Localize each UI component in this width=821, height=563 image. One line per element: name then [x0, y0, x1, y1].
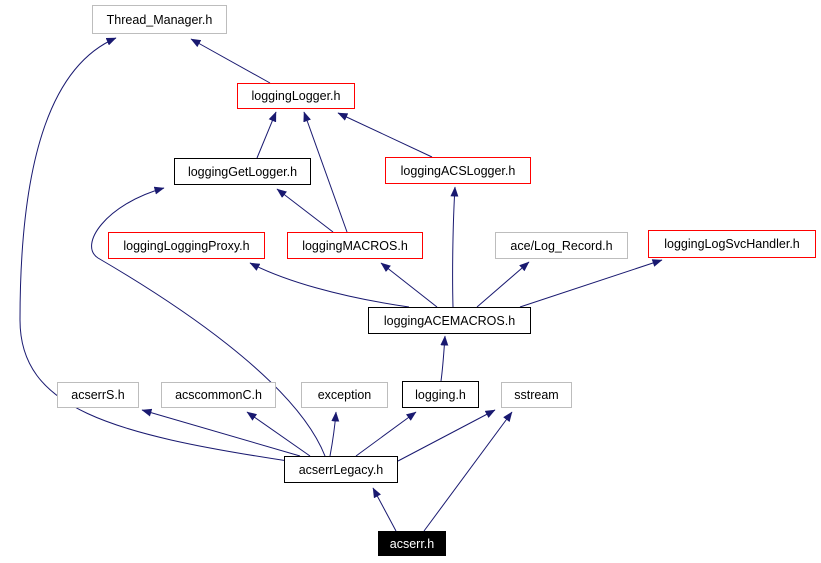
edge-acemacros-to-acslogger: [450, 186, 459, 308]
edge-logger-to-threadmanager: [190, 38, 271, 84]
node-ace-log-record-h: ace/Log_Record.h: [495, 232, 628, 259]
edge-acemacros-to-logsvchandler: [519, 259, 663, 308]
edge-acserr-to-sstream: [423, 411, 513, 532]
edge-acemacros-to-macros: [380, 262, 438, 308]
node-loggingacslogger-h[interactable]: loggingACSLogger.h: [385, 157, 531, 184]
edge-logging-to-acemacros: [440, 335, 449, 382]
edge-acemacros-to-logrecord: [476, 261, 530, 308]
node-acserr-h-root: acserr.h: [378, 531, 446, 556]
edge-macros-to-logger: [303, 111, 348, 233]
edge-acserrlegacy-to-sstream: [397, 409, 496, 462]
node-loggingmacros-h[interactable]: loggingMACROS.h: [287, 232, 423, 259]
node-exception: exception: [301, 382, 388, 408]
edge-macros-to-getlogger: [276, 188, 334, 233]
node-acserrlegacy-h[interactable]: acserrLegacy.h: [284, 456, 398, 483]
edge-acserrlegacy-to-logging: [355, 411, 417, 457]
edge-getlogger-to-logger: [256, 111, 277, 159]
node-loggingacemacros-h[interactable]: loggingACEMACROS.h: [368, 307, 531, 334]
edge-acserrlegacy-to-exception: [329, 411, 340, 457]
edge-acslogger-to-logger: [337, 112, 433, 158]
node-logging-h[interactable]: logging.h: [402, 381, 479, 408]
edge-acserrlegacy-to-threadmanager: [19, 37, 289, 462]
edge-acserr-to-acserrlegacy: [372, 487, 397, 532]
node-logginglogger-h[interactable]: loggingLogger.h: [237, 83, 355, 109]
node-loggingloggingproxy-h[interactable]: loggingLoggingProxy.h: [108, 232, 265, 259]
edge-acserrlegacy-to-acscommonc: [246, 411, 311, 457]
node-logginglogsvchandler-h[interactable]: loggingLogSvcHandler.h: [648, 230, 816, 258]
node-acscommonc-h: acscommonC.h: [161, 382, 276, 408]
edge-acserrlegacy-to-getlogger: [91, 186, 326, 457]
edge-acserrlegacy-to-acserrs: [141, 408, 301, 457]
node-logginggetlogger-h[interactable]: loggingGetLogger.h: [174, 158, 311, 185]
node-thread-manager-h: Thread_Manager.h: [92, 5, 227, 34]
node-sstream: sstream: [501, 382, 572, 408]
edge-acemacros-to-loggingproxy: [249, 262, 410, 308]
node-acserrs-h: acserrS.h: [57, 382, 139, 408]
